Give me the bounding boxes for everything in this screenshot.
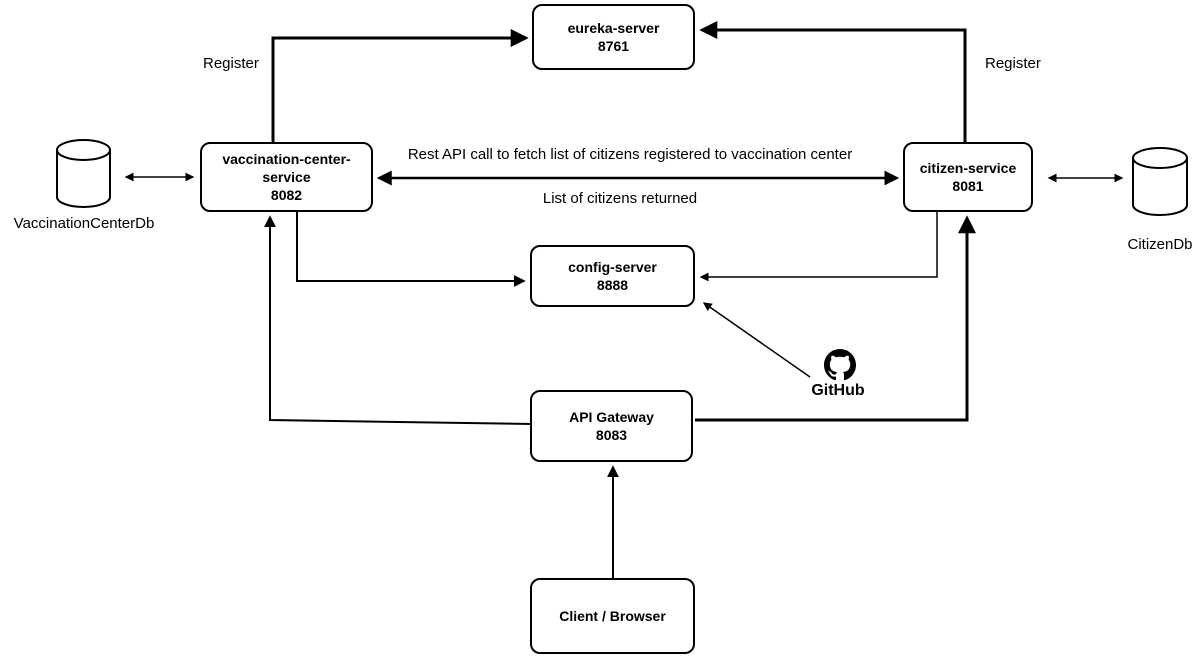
node-name: Client / Browser (559, 608, 666, 624)
edge-register-right (699, 21, 967, 142)
node-name: API Gateway (569, 409, 654, 425)
node-port: 8083 (595, 427, 628, 443)
node-vaccination-center-service: vaccination-center-service 8082 (200, 142, 373, 212)
node-citizen-service: citizen-service 8081 (903, 142, 1033, 212)
edge-label-register-left: Register (203, 55, 259, 72)
node-name: citizen-service (919, 160, 1017, 176)
edge-label-list-of-citizens-returned: List of citizens returned (542, 190, 698, 207)
node-port: 8082 (270, 187, 303, 203)
node-name: eureka-server (567, 20, 660, 36)
edge-gateway-citizen (695, 215, 976, 422)
node-api-gateway: API Gateway 8083 (530, 390, 693, 462)
node-eureka-server: eureka-server 8761 (532, 4, 695, 70)
edge-vaccination-config (296, 212, 526, 287)
node-port: 8761 (597, 38, 630, 54)
node-config-server: config-server 8888 (530, 245, 695, 307)
node-port: 8888 (596, 277, 629, 293)
edge-register-left (271, 29, 529, 142)
node-client-browser: Client / Browser (530, 578, 695, 654)
node-name: config-server (568, 259, 657, 275)
node-name: vaccination-center-service (222, 151, 351, 185)
edge-label-register-right: Register (985, 55, 1041, 72)
database-label-vaccination-center-db: VaccinationCenterDb (13, 215, 155, 232)
database-cylinder-vaccination (56, 139, 111, 208)
database-label-citizen-db: CitizenDb (1127, 236, 1193, 253)
github-icon (824, 349, 856, 381)
edge-github-config (702, 302, 811, 378)
database-cylinder-citizen (1132, 147, 1188, 216)
edge-label-rest-api-call: Rest API call to fetch list of citizens … (407, 146, 853, 163)
edge-citizen-config (699, 212, 938, 282)
edge-gateway-vaccination (264, 215, 533, 425)
github-wordmark: GitHub (811, 382, 865, 399)
node-port: 8081 (952, 178, 984, 194)
